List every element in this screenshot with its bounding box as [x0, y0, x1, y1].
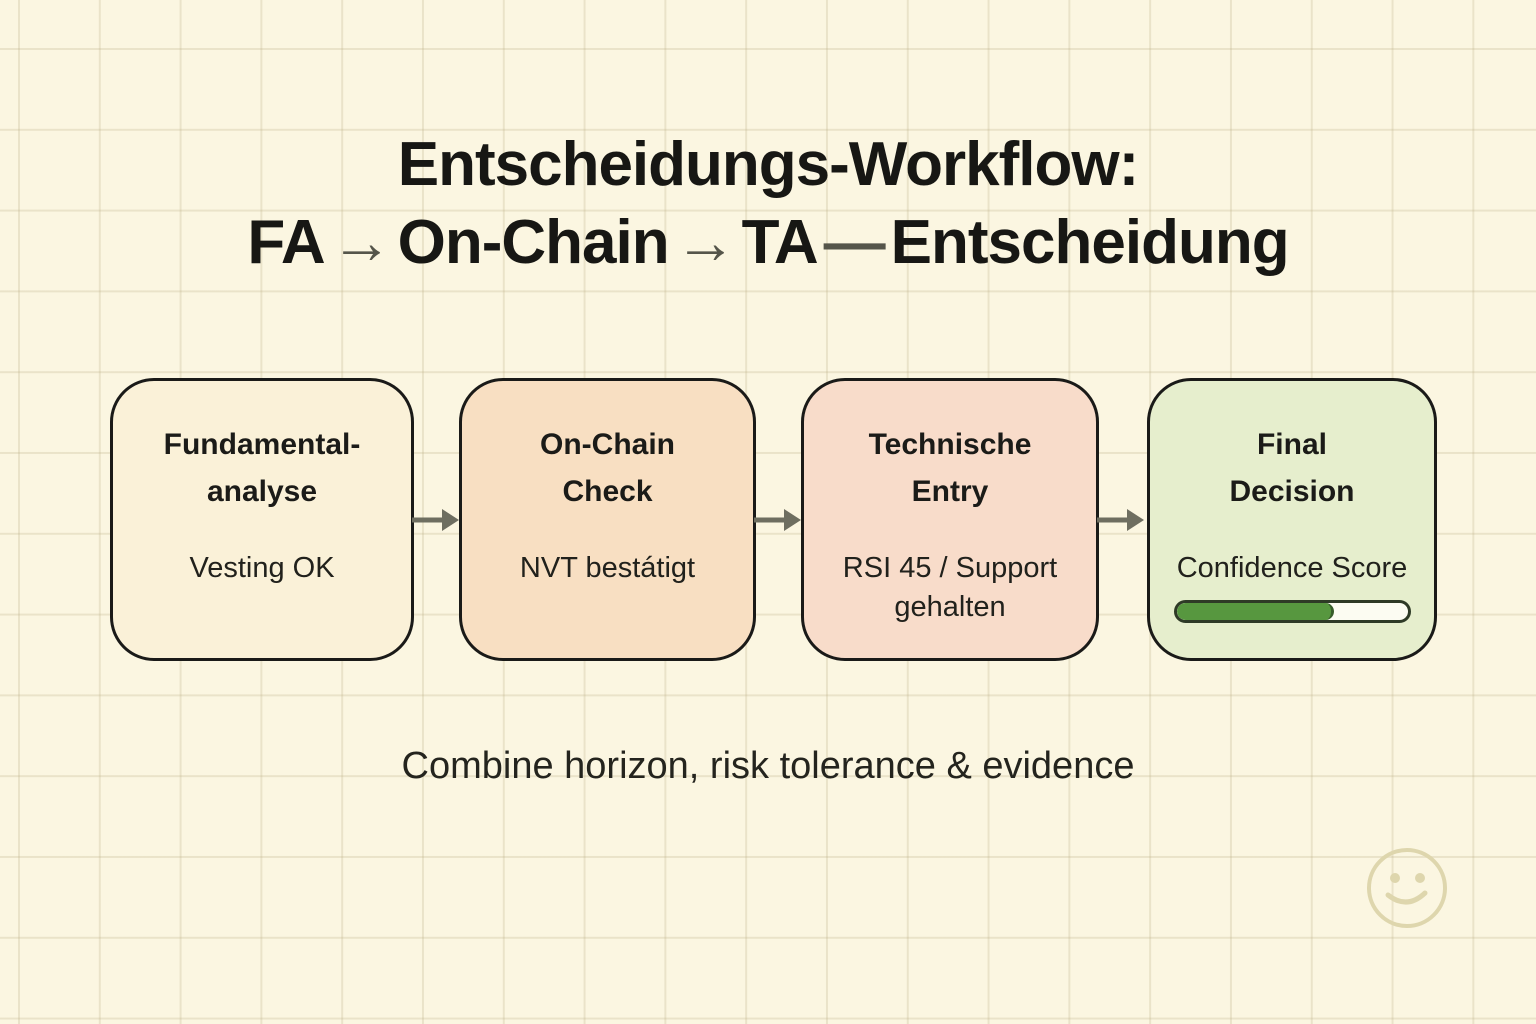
arrow-right-icon [412, 509, 459, 531]
box-heading: Final Decision [1229, 428, 1355, 508]
flow-box-technical-entry: Technische Entry RSI 45 / Support gehalt… [801, 378, 1099, 661]
page-title: Entscheidungs-Workflow: FA→On-Chain→TA—E… [0, 126, 1536, 282]
confidence-progress-fill [1176, 603, 1334, 620]
flow-box-onchain-check: On-Chain Check NVT bestátigt [459, 378, 756, 661]
title-onchain: On-Chain [397, 208, 670, 277]
flow-box-final-decision: Final Decision Confidence Score [1147, 378, 1437, 661]
title-ta: TA [741, 208, 819, 277]
confidence-progress-bar [1173, 600, 1411, 623]
box-heading: Technische Entry [868, 428, 1032, 508]
box-body: NVT bestátigt [519, 552, 696, 584]
title-line-1: Entscheidungs-Workflow: [397, 130, 1140, 199]
flow-box-fundamental-analysis: Fundamental- analyse Vesting OK [110, 378, 414, 661]
arrow-right-icon [1097, 509, 1144, 531]
arrow-right-icon [754, 509, 801, 531]
arrow-right-glyph: → [330, 208, 393, 277]
dash-glyph: — [823, 208, 886, 277]
title-fa: FA [247, 208, 325, 277]
box-body: Confidence Score [1176, 552, 1408, 584]
box-body: Vesting OK [189, 552, 335, 584]
box-heading: On-Chain Check [540, 428, 675, 508]
caption-text: Combine horizon, risk tolerance & eviden… [401, 745, 1135, 787]
title-line-2: FA→On-Chain→TA—Entscheidung [0, 204, 1536, 282]
arrow-right-glyph: → [674, 208, 737, 277]
box-body: RSI 45 / Support gehalten [842, 552, 1058, 623]
title-entscheidung: Entscheidung [890, 208, 1290, 277]
box-heading: Fundamental- analyse [163, 428, 361, 508]
smiley-icon [1367, 848, 1447, 928]
